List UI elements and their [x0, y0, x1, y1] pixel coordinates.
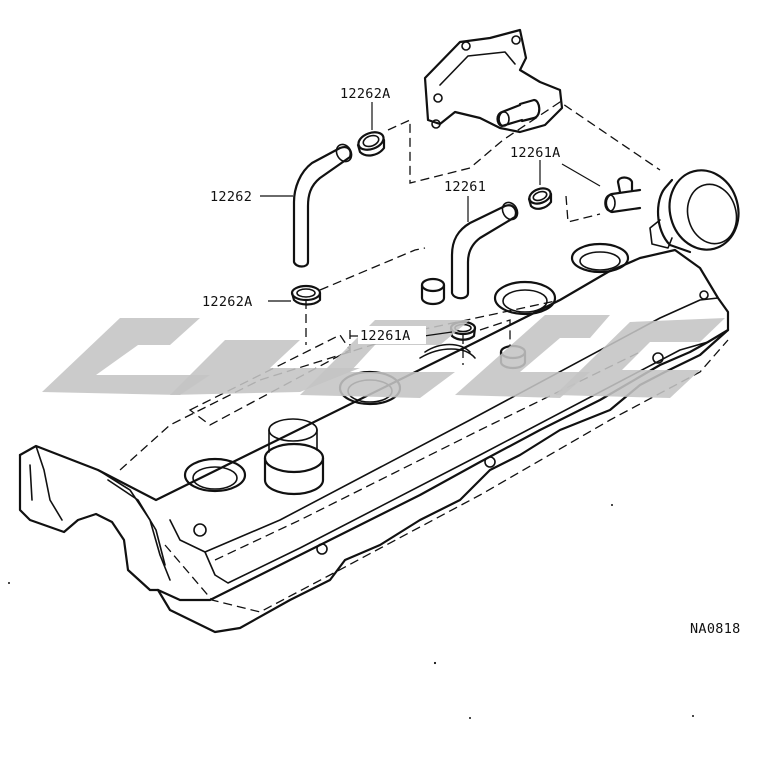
callout-12261A-top: 12261A	[510, 145, 561, 161]
clamp-12261A-top	[527, 187, 553, 210]
callout-12262A-bottom: 12262A	[202, 294, 253, 310]
hose-12261	[450, 201, 519, 300]
callout-labels: 12262A 12261A 12262 12261 12262A 12261A	[200, 84, 576, 344]
callout-leaders	[260, 102, 601, 337]
watermark	[42, 315, 725, 398]
breather-canister	[604, 169, 740, 254]
valve-cover-openings	[183, 242, 630, 496]
hose-12262	[292, 143, 353, 268]
callout-12261: 12261	[444, 179, 486, 195]
figure-code: NA0818	[690, 621, 741, 637]
callout-12262A-top: 12262A	[340, 86, 391, 102]
breather-housing	[423, 28, 564, 134]
clamp-12262A-top	[356, 131, 386, 157]
callout-12262: 12262	[210, 189, 252, 205]
callout-12261A-bottom: 12261A	[360, 328, 411, 344]
valve-cover	[18, 248, 730, 634]
scan-specks	[8, 504, 694, 719]
